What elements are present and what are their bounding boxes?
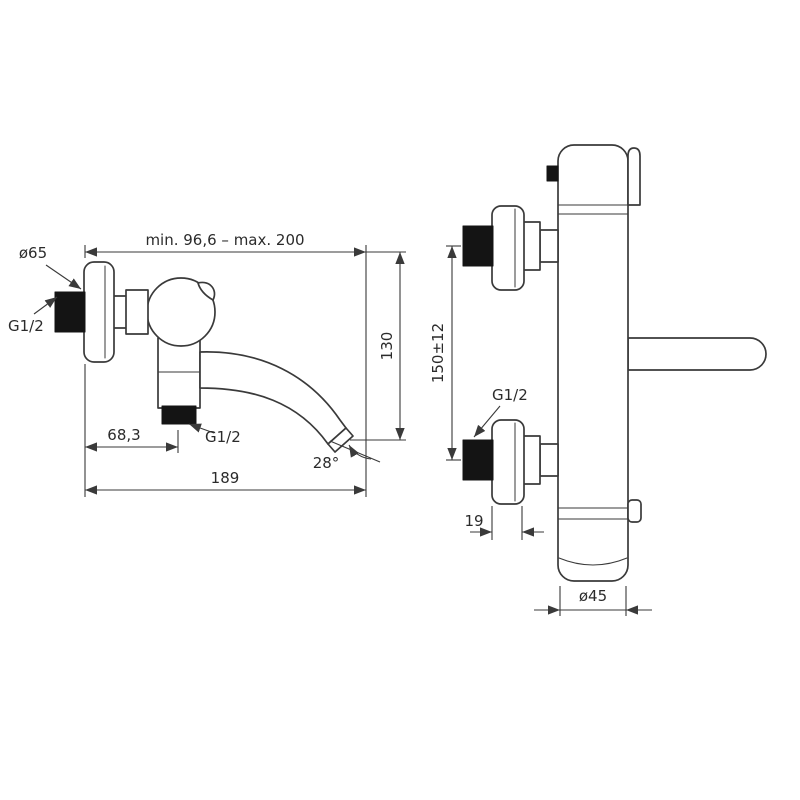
front-view-labels: min. 96,6 – max. 200 ø65 G1/2 130 68,3 G… — [8, 231, 396, 487]
front-view-shapes — [54, 261, 354, 453]
upper-wall-thread — [462, 225, 494, 267]
leader-outlet-thread — [188, 423, 215, 434]
side-view: 150±12 G1/2 19 ø45 — [429, 144, 767, 616]
dim-spout-angle-label: 28° — [313, 454, 340, 472]
dim-width-range-label: min. 96,6 – max. 200 — [145, 231, 304, 249]
wall-flange — [83, 261, 115, 363]
front-view: min. 96,6 – max. 200 ø65 G1/2 130 68,3 G… — [8, 231, 406, 497]
side-view-shapes — [462, 144, 767, 582]
front-view-dimension-lines — [33, 245, 406, 497]
spout-aerator — [327, 427, 354, 453]
dim-spout-offset-label: 68,3 — [107, 426, 140, 444]
top-button — [546, 165, 559, 182]
inlet-thread-label: G1/2 — [8, 317, 44, 335]
thermostat-column — [557, 144, 629, 582]
lower-wall-flange — [491, 419, 525, 505]
dim-body-diameter-label: ø45 — [579, 587, 607, 605]
dim-total-width-label: 189 — [211, 469, 240, 487]
side-view-dimension-lines — [446, 245, 652, 616]
temperature-lever-tab — [627, 499, 642, 523]
dim-connection-spacing-label: 150±12 — [429, 323, 447, 383]
upper-connector-sleeve — [539, 229, 559, 263]
upper-wall-flange — [491, 205, 525, 291]
spout-neck — [157, 337, 201, 409]
side-view-labels: 150±12 G1/2 19 ø45 — [429, 323, 607, 605]
bottom-outlet-thread — [161, 405, 197, 425]
leader-inlet-thread — [33, 296, 58, 315]
dim-flange-diameter-label: ø65 — [19, 244, 47, 262]
leader-connection-thread — [473, 405, 501, 438]
connector-nut — [125, 289, 149, 335]
dim-flange-depth-label: 19 — [464, 512, 483, 530]
handle-bottom-arc — [558, 557, 628, 566]
leader-flange-diameter — [45, 264, 82, 290]
wall-inlet-thread — [54, 291, 86, 333]
dim-height-label: 130 — [378, 332, 396, 361]
spout-tube — [627, 337, 767, 371]
angle-arc — [348, 444, 372, 460]
connection-thread-label: G1/2 — [492, 386, 528, 404]
lever-tip — [197, 281, 216, 301]
outlet-thread-label: G1/2 — [205, 428, 241, 446]
lower-connector-sleeve — [539, 443, 559, 477]
lower-wall-thread — [462, 439, 494, 481]
top-cap-lip — [627, 147, 641, 206]
